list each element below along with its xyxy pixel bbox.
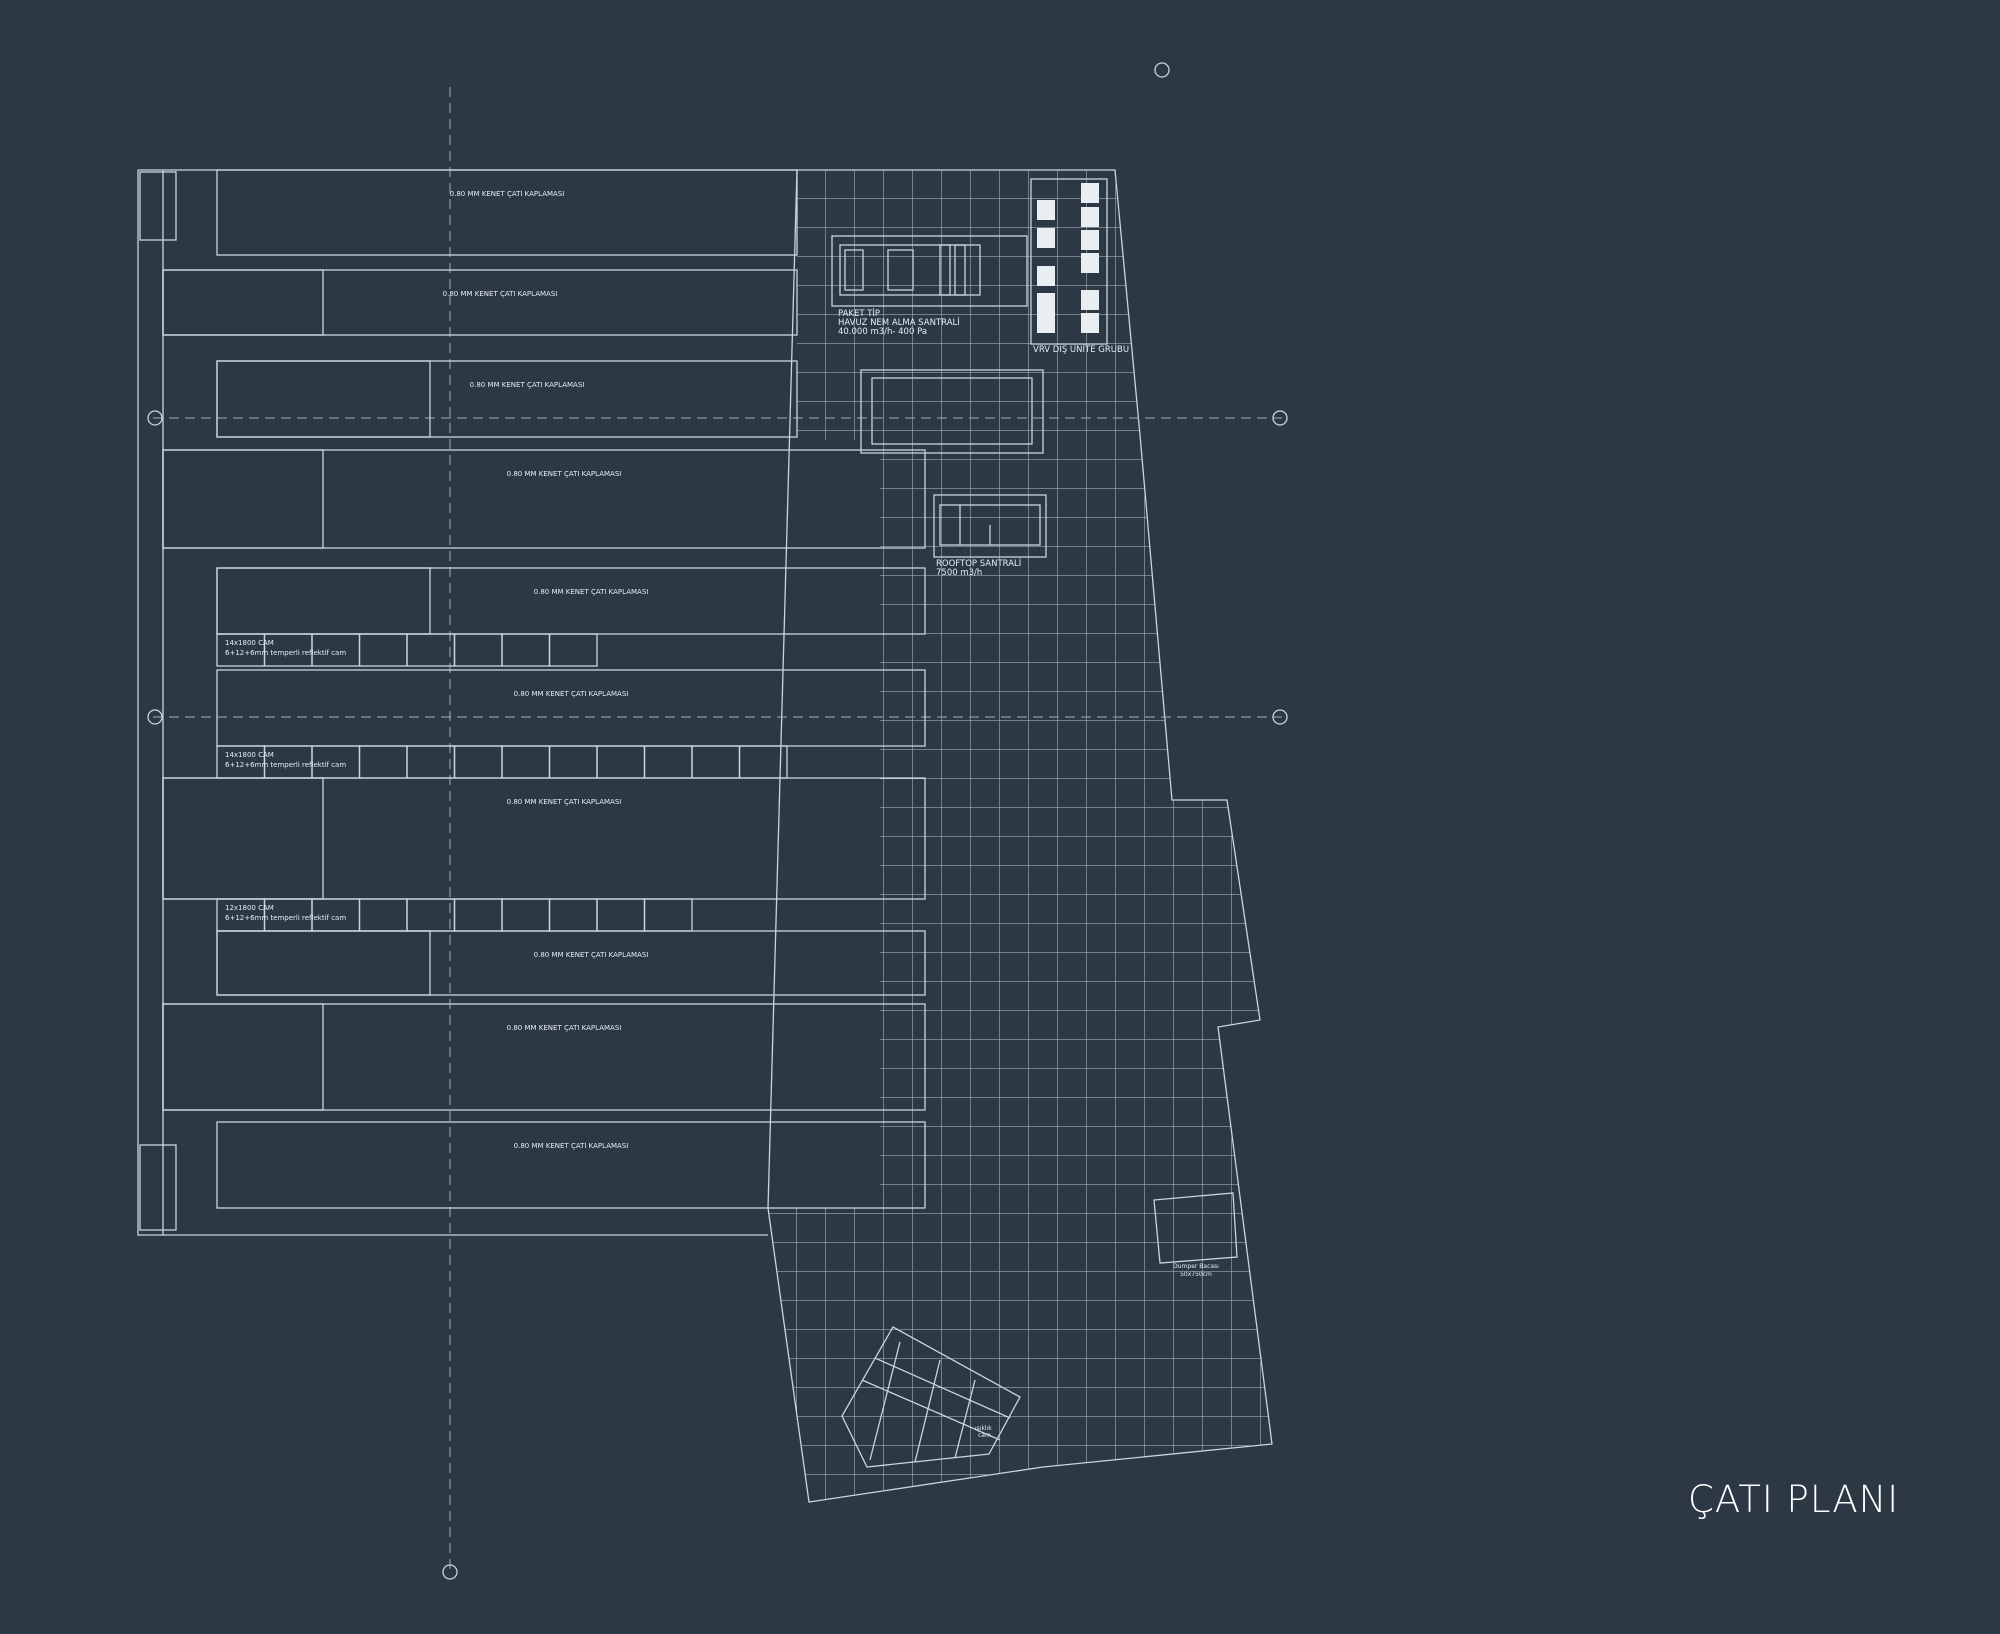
roof-strip-label: 0.80 MM KENET ÇATI KAPLAMASI <box>507 1024 622 1032</box>
roof-strip: 0.80 MM KENET ÇATI KAPLAMASI <box>162 777 926 900</box>
glass-label-2: 6+12+6mm temperli reflektif cam <box>225 761 346 769</box>
glass-panel <box>548 898 598 932</box>
glass-label-1: 14x1800 CAM <box>225 639 274 647</box>
pool-unit-line3: 40.000 m3/h- 400 Pa <box>838 327 927 337</box>
glass-label-1: 12x1800 CAM <box>225 904 274 912</box>
vrv-unit <box>1081 183 1099 203</box>
dumpster-line1: Dumper Bacası <box>1173 1263 1219 1270</box>
glass-panel <box>548 633 598 667</box>
glass-panel <box>596 898 646 932</box>
vrv-unit <box>1037 200 1055 220</box>
roof-strip: 0.80 MM KENET ÇATI KAPLAMASI <box>216 669 926 747</box>
glass-panel <box>643 745 693 779</box>
glass-panel <box>406 898 456 932</box>
roof-strip: 0.80 MM KENET ÇATI KAPLAMASI <box>216 567 926 635</box>
roof-strip-label: 0.80 MM KENET ÇATI KAPLAMASI <box>443 290 558 298</box>
glass-panel <box>358 745 408 779</box>
stair-left-top <box>139 171 177 241</box>
roof-strip-label: 0.80 MM KENET ÇATI KAPLAMASI <box>470 381 585 389</box>
glass-panel <box>453 633 503 667</box>
roof-terrace-grid <box>767 169 1273 1503</box>
glass-panel <box>738 745 788 779</box>
skylight: ışıklık cam <box>841 1326 1021 1468</box>
rooftop-line2: 7500 m3/h <box>936 568 982 578</box>
glass-panel <box>453 898 503 932</box>
vrv-outdoor-units: VRV DIŞ ÜNİTE GRUBU <box>1030 178 1129 355</box>
vrv-label: VRV DIŞ ÜNİTE GRUBU <box>1033 344 1129 355</box>
glass-panel <box>501 745 551 779</box>
glass-row: 14x1800 CAM 6+12+6mm temperli reflektif c… <box>216 633 598 667</box>
glass-panel <box>358 633 408 667</box>
stair-left-bottom <box>139 1144 177 1231</box>
pool-dehumidifier-unit: PAKET TİP HAVUZ NEM ALMA SANTRALİ 40.000… <box>831 235 1028 337</box>
roof-strip-label: 0.80 MM KENET ÇATI KAPLAMASI <box>534 951 649 959</box>
drawing-title: ÇATI PLANI <box>1688 1478 1900 1521</box>
glass-label-1: 14x1800 CAM <box>225 751 274 759</box>
roof-strip-label: 0.80 MM KENET ÇATI KAPLAMASI <box>534 588 649 596</box>
roof-strip: 0.80 MM KENET ÇATI KAPLAMASI <box>216 360 798 438</box>
rooftop-line1: ROOFTOP SANTRALİ <box>936 558 1021 569</box>
roof-strip-label: 0.80 MM KENET ÇATI KAPLAMASI <box>507 798 622 806</box>
pool-unit-line2: HAVUZ NEM ALMA SANTRALİ <box>838 317 960 328</box>
vrv-unit <box>1081 253 1099 273</box>
glass-label-2: 6+12+6mm temperli reflektif cam <box>225 649 346 657</box>
vrv-unit <box>1037 313 1055 333</box>
rooftop-unit: ROOFTOP SANTRALİ 7500 m3/h <box>933 494 1047 578</box>
glass-rows: 14x1800 CAM 6+12+6mm temperli reflektif c… <box>216 633 788 932</box>
glass-panel <box>406 633 456 667</box>
glass-panel <box>643 898 693 932</box>
glass-panel <box>501 633 551 667</box>
roof-strip-label: 0.80 MM KENET ÇATI KAPLAMASI <box>507 470 622 478</box>
roof-strip-label: 0.80 MM KENET ÇATI KAPLAMASI <box>450 190 565 198</box>
roof-strip: 0.80 MM KENET ÇATI KAPLAMASI <box>216 930 926 996</box>
glass-label-2: 6+12+6mm temperli reflektif cam <box>225 914 346 922</box>
roof-strip: 0.80 MM KENET ÇATI KAPLAMASI <box>162 449 926 549</box>
skylight-line1: ışıklık <box>975 1425 992 1432</box>
vrv-unit <box>1081 230 1099 250</box>
roof-strip-label: 0.80 MM KENET ÇATI KAPLAMASI <box>514 690 629 698</box>
vrv-unit <box>1081 313 1099 333</box>
glass-panel <box>548 745 598 779</box>
pool-unit-line1: PAKET TİP <box>838 308 880 319</box>
roof-strip-label: 0.80 MM KENET ÇATI KAPLAMASI <box>514 1142 629 1150</box>
vrv-unit <box>1081 290 1099 310</box>
roof-strip: 0.80 MM KENET ÇATI KAPLAMASI <box>216 169 798 256</box>
vrv-unit <box>1037 228 1055 248</box>
vrv-unit <box>1037 293 1055 313</box>
glass-row: 12x1800 CAM 6+12+6mm temperli reflektif c… <box>216 898 693 932</box>
glass-panel <box>453 745 503 779</box>
glass-panel <box>691 745 741 779</box>
dumpster-shaft: Dumper Bacası 50x750cm <box>1153 1192 1238 1278</box>
roof-strip: 0.80 MM KENET ÇATI KAPLAMASI <box>216 1121 926 1209</box>
glass-panel <box>596 745 646 779</box>
building-outline <box>137 169 797 1236</box>
roof-strip: 0.80 MM KENET ÇATI KAPLAMASI <box>162 269 798 336</box>
axis-markers <box>147 62 1288 1580</box>
glass-panel <box>501 898 551 932</box>
pool-opening <box>860 369 1044 454</box>
roof-strip: 0.80 MM KENET ÇATI KAPLAMASI <box>162 1003 926 1111</box>
skylight-line2: cam <box>978 1432 991 1439</box>
dumpster-line2: 50x750cm <box>1180 1271 1212 1278</box>
vrv-unit <box>1081 207 1099 227</box>
glass-row: 14x1800 CAM 6+12+6mm temperli reflektif c… <box>216 745 788 779</box>
glass-panel <box>406 745 456 779</box>
glass-panel <box>358 898 408 932</box>
vrv-unit <box>1037 266 1055 286</box>
